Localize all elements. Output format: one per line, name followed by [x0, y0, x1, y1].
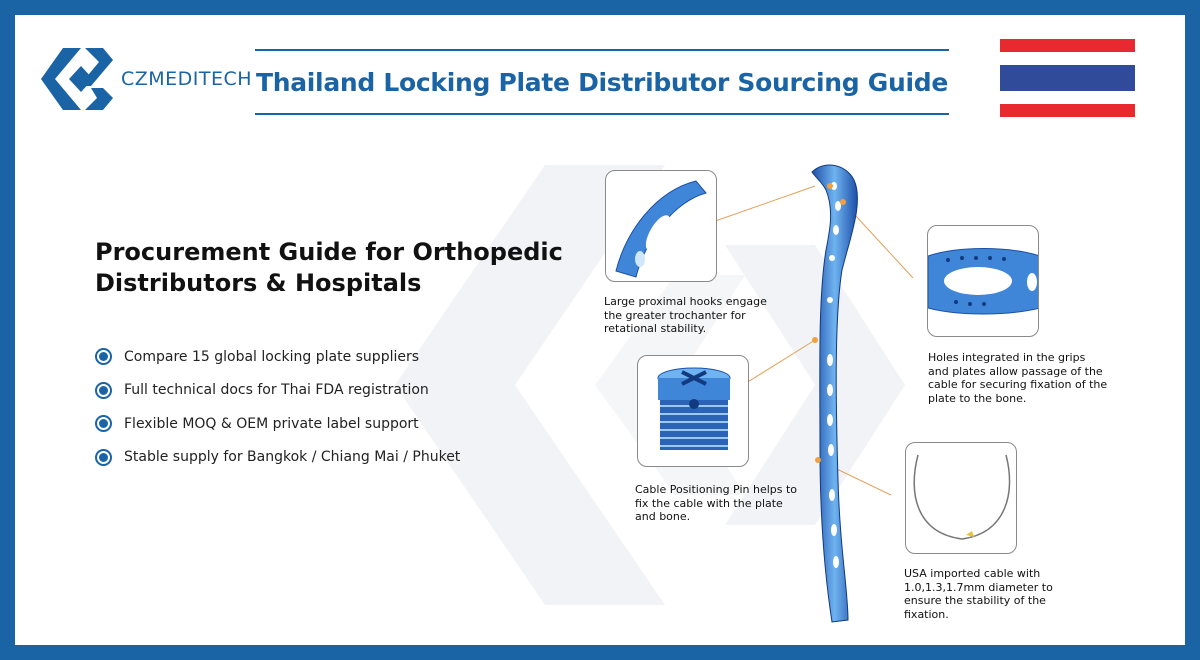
feature-list: Compare 15 global locking plate supplier… — [95, 340, 460, 474]
list-item: Stable supply for Bangkok / Chiang Mai /… — [95, 441, 460, 475]
product-diagram: Large proximal hooks engage the greater … — [575, 150, 1175, 630]
radio-bullet-icon — [95, 415, 112, 433]
radio-bullet-icon — [95, 448, 112, 466]
hook-detail-image — [605, 170, 717, 282]
pin-caption: Cable Positioning Pin helps to fix the c… — [635, 483, 798, 523]
list-item: Full technical docs for Thai FDA registr… — [95, 374, 460, 408]
list-item-text: Full technical docs for Thai FDA registr… — [124, 382, 429, 399]
radio-bullet-icon — [95, 381, 112, 399]
heading-line-1: Procurement Guide for Orthopedic — [95, 238, 563, 266]
brand-name: CZMEDITECH — [121, 68, 253, 90]
holes-closeup-icon — [928, 248, 1038, 315]
radio-bullet-icon — [95, 348, 112, 366]
list-item: Flexible MOQ & OEM private label support — [95, 407, 460, 441]
title-bar: Thailand Locking Plate Distributor Sourc… — [255, 49, 949, 115]
holes-detail-image — [927, 225, 1039, 337]
hook-closeup-icon — [615, 180, 707, 278]
brand-logo[interactable]: CZMEDITECH — [41, 46, 252, 112]
cable-icon — [913, 454, 1011, 540]
czmeditech-logo-icon — [41, 48, 113, 110]
list-item-text: Flexible MOQ & OEM private label support — [124, 415, 419, 432]
cable-detail-image — [905, 442, 1017, 554]
cable-caption: USA imported cable with 1.0,1.3,1.7mm di… — [904, 567, 1053, 621]
content-card: CZMEDITECH Thailand Locking Plate Distri… — [15, 15, 1185, 645]
locking-plate-image — [811, 164, 858, 623]
list-item-text: Stable supply for Bangkok / Chiang Mai /… — [124, 449, 461, 466]
heading-line-2: Distributors & Hospitals — [95, 269, 422, 297]
thailand-flag-icon — [1000, 39, 1135, 117]
hooks-caption: Large proximal hooks engage the greater … — [604, 295, 767, 335]
pin-detail-image — [637, 355, 749, 467]
holes-caption: Holes integrated in the grips and plates… — [928, 351, 1108, 405]
section-heading: Procurement Guide for Orthopedic Distrib… — [95, 237, 565, 299]
list-item: Compare 15 global locking plate supplier… — [95, 340, 460, 374]
page-title: Thailand Locking Plate Distributor Sourc… — [255, 67, 949, 97]
list-item-text: Compare 15 global locking plate supplier… — [124, 348, 420, 365]
positioning-pin-icon — [657, 367, 731, 450]
